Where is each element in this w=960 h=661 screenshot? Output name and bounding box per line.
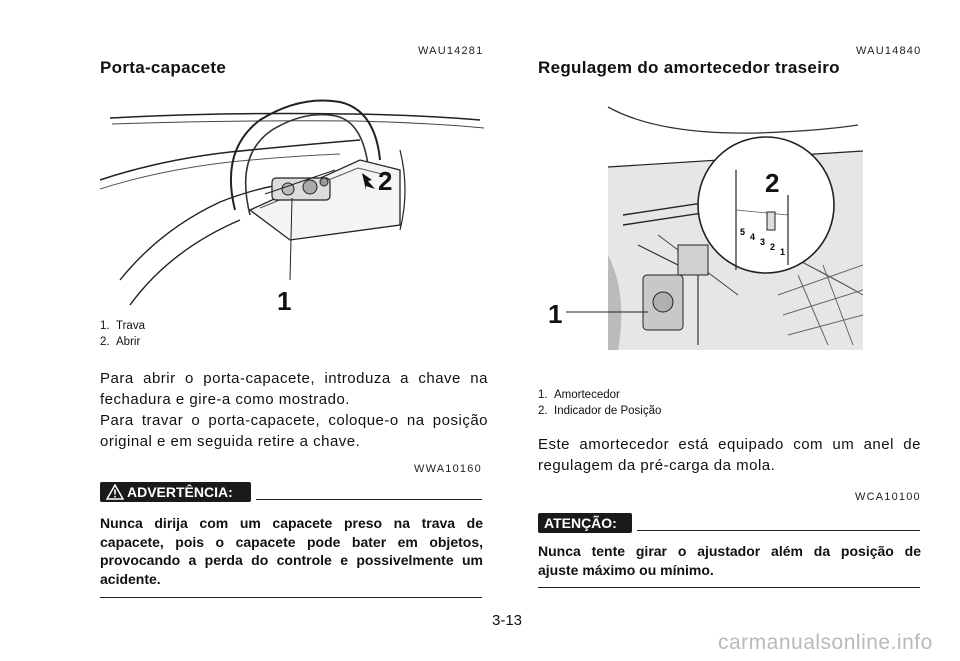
- divider: [637, 530, 920, 531]
- callout-2: 2: [765, 168, 779, 198]
- section-code: WAU14840: [856, 45, 922, 57]
- scale-mark: 4: [750, 232, 755, 242]
- legend-item: 1.Trava: [100, 320, 145, 332]
- legend-item: 2.Indicador de Posição: [538, 405, 662, 417]
- body-paragraph: Para abrir o porta-capacete, introduza a…: [100, 370, 488, 450]
- legend-item: 2.Abrir: [100, 336, 141, 348]
- scale-mark: 2: [770, 242, 775, 252]
- caution-label: ATENÇÃO:: [538, 513, 632, 533]
- callout-1: 1: [548, 299, 562, 329]
- caution-code: WCA10100: [855, 491, 921, 503]
- scale-mark: 5: [740, 227, 745, 237]
- divider: [100, 597, 482, 598]
- figure-legend: 1.Amortecedor 2.Indicador de Posição: [538, 387, 661, 419]
- callout-2: 2: [378, 166, 392, 196]
- warning-triangle-icon: [106, 484, 124, 500]
- section-code: WAU14281: [418, 45, 484, 57]
- warning-text: Nunca dirija com um capacete preso na tr…: [100, 515, 483, 587]
- shock-absorber-illustration: 5 4 3 2 1 2 1: [538, 95, 863, 350]
- divider: [256, 499, 482, 500]
- caution-text: Nunca tente girar o ajustador além da po…: [538, 543, 921, 578]
- helmet-holder-illustration: 1 2: [100, 90, 490, 315]
- callout-1: 1: [277, 286, 291, 315]
- divider: [538, 587, 920, 588]
- watermark: carmanualsonline.info: [718, 631, 933, 654]
- body-paragraph: Este amortecedor está equipado com um an…: [538, 436, 921, 474]
- page-number: 3-13: [492, 612, 523, 629]
- figure-legend: 1.Trava 2.Abrir: [100, 318, 145, 350]
- section-title: Porta-capacete: [100, 58, 227, 77]
- scale-mark: 3: [760, 237, 765, 247]
- section-title: Regulagem do amortecedor traseiro: [538, 58, 840, 77]
- legend-item: 1.Amortecedor: [538, 389, 620, 401]
- warning-label: ADVERTÊNCIA:: [100, 482, 251, 502]
- warning-code: WWA10160: [414, 463, 482, 475]
- scale-mark: 1: [780, 247, 785, 257]
